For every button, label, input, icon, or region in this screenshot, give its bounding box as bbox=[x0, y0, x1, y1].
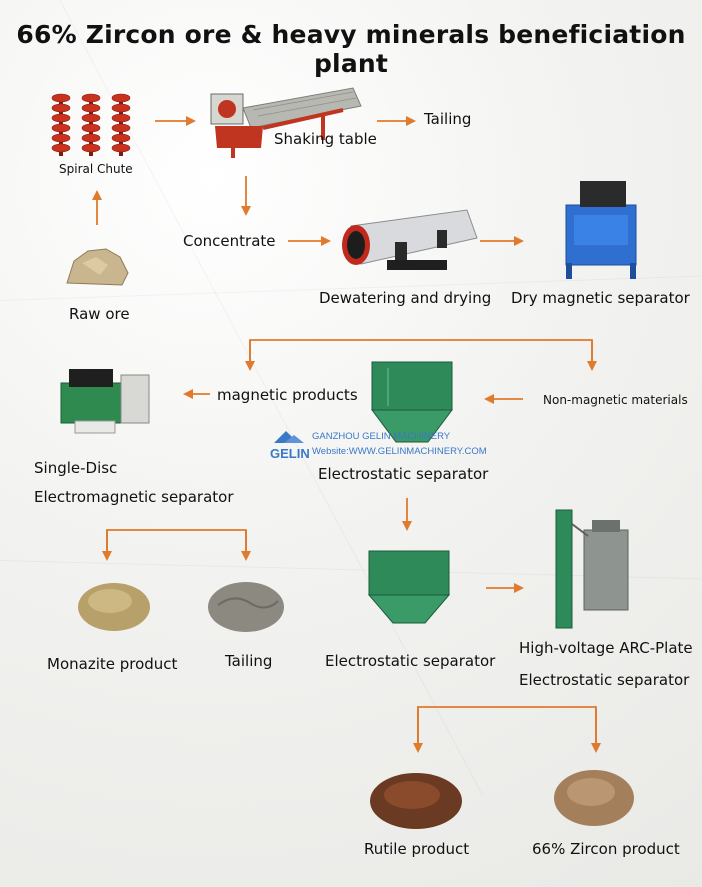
electrostatic-separator-2-image bbox=[367, 550, 451, 624]
tailing-bottom-label: Tailing bbox=[225, 652, 273, 670]
bracket-singledisc-split bbox=[106, 529, 247, 552]
magnetic-products-label: magnetic products bbox=[217, 386, 358, 404]
non-magnetic-label: Non-magnetic materials bbox=[543, 393, 688, 407]
tailing-top-label: Tailing bbox=[424, 110, 472, 128]
dryer-image bbox=[342, 209, 478, 270]
zircon-label: 66% Zircon product bbox=[532, 840, 680, 858]
shaking-table-image bbox=[210, 87, 362, 158]
hv-arc-label-1: High-voltage ARC-Plate bbox=[519, 639, 693, 657]
gelin-logo-icon: GELIN bbox=[270, 431, 310, 461]
bracket-hvarc-split bbox=[417, 706, 597, 746]
tailing-product-image bbox=[208, 582, 284, 632]
raw-ore-label: Raw ore bbox=[69, 305, 130, 323]
single-disc-label-1: Single-Disc bbox=[34, 459, 118, 477]
rutile-label: Rutile product bbox=[364, 840, 470, 858]
watermark: GELIN GANZHOU GELIN MACHINERY Website:WW… bbox=[268, 427, 487, 463]
rutile-product-image bbox=[370, 773, 462, 829]
dry-magnetic-separator-label: Dry magnetic separator bbox=[511, 289, 690, 307]
raw-ore-image bbox=[66, 248, 129, 286]
dewatering-label: Dewatering and drying bbox=[319, 289, 492, 307]
electrostatic-separator-1-label: Electrostatic separator bbox=[318, 465, 489, 483]
watermark-logo-text: GELIN bbox=[270, 446, 310, 461]
shaking-table-label: Shaking table bbox=[274, 130, 377, 148]
hv-arc-separator-image bbox=[555, 509, 629, 629]
watermark-website: Website:WWW.GELINMACHINERY.COM bbox=[312, 446, 487, 457]
monazite-label: Monazite product bbox=[47, 655, 178, 673]
spiral-chute-label: Spiral Chute bbox=[59, 162, 133, 176]
electrostatic-separator-2-label: Electrostatic separator bbox=[325, 652, 496, 670]
hv-arc-label-2: Electrostatic separator bbox=[519, 671, 690, 689]
spiral-chute-image bbox=[51, 93, 131, 156]
dry-magnetic-separator-image bbox=[565, 181, 637, 279]
single-disc-separator-image bbox=[60, 369, 150, 434]
concentrate-label: Concentrate bbox=[183, 232, 276, 250]
electrostatic-separator-1-image bbox=[371, 361, 453, 443]
single-disc-label-2: Electromagnetic separator bbox=[34, 488, 234, 506]
zircon-product-image bbox=[554, 770, 634, 826]
page-title: 66% Zircon ore & heavy minerals benefici… bbox=[16, 20, 686, 78]
monazite-product-image bbox=[78, 583, 150, 631]
watermark-company: GANZHOU GELIN MACHINERY bbox=[312, 431, 451, 442]
